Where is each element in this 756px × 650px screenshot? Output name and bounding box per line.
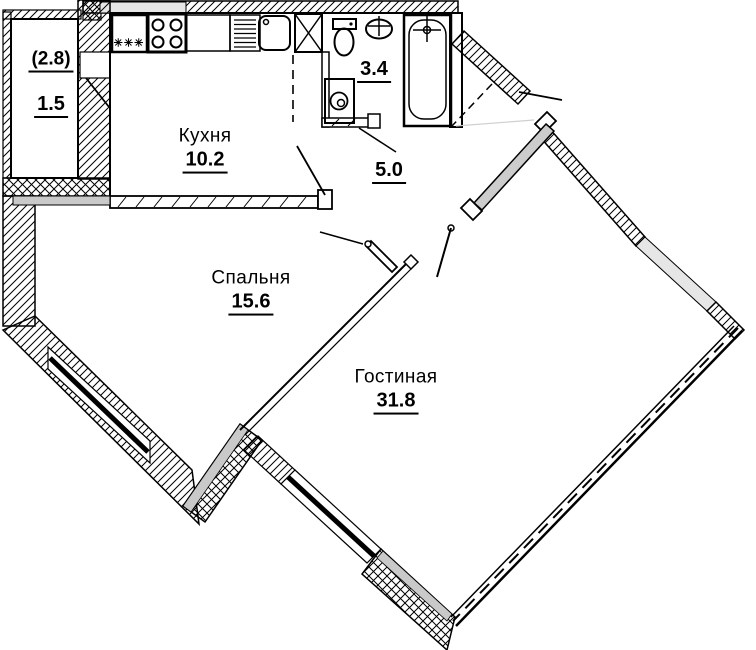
loggia-top-wall bbox=[2, 9, 82, 20]
washing-machine-body bbox=[324, 78, 355, 124]
bedroom-partition bbox=[239, 231, 420, 436]
entry-door-swing-dashed bbox=[451, 83, 493, 127]
sw-corner-wall-hatch bbox=[360, 547, 456, 650]
bathtub-drain bbox=[422, 25, 432, 35]
dish-rack-lines bbox=[234, 19, 256, 48]
bathtub-faucet bbox=[413, 15, 441, 42]
counter bbox=[185, 14, 231, 52]
toilet-bowl bbox=[333, 27, 355, 57]
bathroom-area: 3.4 bbox=[357, 59, 391, 83]
hall-living-partition bbox=[436, 122, 556, 278]
kitchen-area: 10.2 bbox=[182, 149, 228, 174]
washing-machine-drum bbox=[329, 91, 349, 111]
step-wall-hatch bbox=[181, 422, 264, 524]
kitchen-name: Кухня bbox=[178, 125, 232, 147]
living-room-area: 31.8 bbox=[373, 390, 419, 415]
washing-machine-drum-inner bbox=[336, 98, 346, 108]
toilet-button bbox=[349, 22, 353, 26]
hall-partition-band bbox=[472, 122, 556, 212]
bathroom bbox=[321, 12, 463, 153]
kitchen-sink-icon bbox=[258, 15, 291, 51]
bedroom-door-swing bbox=[319, 231, 364, 245]
bathroom-door-swing bbox=[358, 127, 397, 153]
loggia-interior bbox=[10, 18, 79, 179]
service-walls bbox=[294, 13, 330, 128]
loggia-door-opening bbox=[79, 51, 111, 79]
bedroom-window-glass bbox=[48, 356, 150, 454]
entry bbox=[450, 29, 563, 135]
living-room-se-glazing bbox=[450, 325, 743, 627]
step-wall-gray-band bbox=[182, 423, 249, 513]
washing-machine-icon bbox=[324, 78, 355, 124]
glazing-inner-line bbox=[450, 325, 735, 618]
partition-end-post bbox=[402, 253, 420, 271]
washbasin-faucet bbox=[368, 16, 390, 36]
bedroom-door-hinge bbox=[364, 240, 372, 248]
loggia-area: 1.5 bbox=[34, 94, 68, 118]
loggia-total-area-label: (2.8) bbox=[28, 49, 74, 73]
living-room-ne-wall bbox=[538, 126, 746, 341]
bathtub-icon bbox=[402, 13, 453, 128]
bedroom-loggia-window-band bbox=[12, 195, 111, 206]
stove-burner bbox=[169, 18, 183, 32]
washbasin-icon bbox=[365, 16, 393, 40]
loggia-door-leaf bbox=[85, 77, 110, 108]
loggia-bottom-wall bbox=[2, 177, 111, 197]
entry-door-leaf bbox=[518, 91, 563, 101]
partition-line-inner bbox=[244, 266, 414, 436]
bedroom-label: Спальня 15.6 bbox=[211, 267, 291, 316]
bathroom-label: 3.4 bbox=[357, 59, 391, 83]
sw-corner-gray-band bbox=[376, 550, 453, 622]
partition-line-outer bbox=[239, 261, 409, 431]
bedroom-door-post bbox=[317, 189, 333, 210]
entry-wall-hatch bbox=[450, 29, 532, 106]
hallway-label: 5.0 bbox=[372, 160, 406, 184]
bedroom-walls bbox=[1, 13, 333, 527]
living-room-ne-window-band bbox=[635, 236, 717, 312]
living-room-window-glass bbox=[286, 475, 376, 558]
bedroom-diagonal-wall bbox=[1, 315, 201, 527]
stove-burner bbox=[169, 35, 183, 49]
living-room-door-leaf bbox=[436, 227, 452, 278]
living-room-name: Гостиная bbox=[354, 366, 438, 388]
kitchen-door-leaf bbox=[296, 145, 326, 196]
toilet-icon bbox=[332, 18, 357, 57]
kitchen-window-band bbox=[99, 1, 187, 14]
hallway-area: 5.0 bbox=[372, 160, 406, 184]
bathroom-door-post bbox=[367, 113, 381, 129]
glazing-outer-line bbox=[455, 330, 743, 627]
ne-wall-hatch-upper bbox=[538, 126, 647, 248]
living-room-label: Гостиная 31.8 bbox=[354, 366, 438, 415]
kitchen-fixtures bbox=[110, 12, 294, 122]
living-room-sw-wall bbox=[243, 435, 456, 650]
vent-shaft-cross bbox=[294, 13, 323, 53]
stove-burner bbox=[151, 18, 165, 32]
stove-burner bbox=[151, 35, 165, 49]
bedroom-name: Спальня bbox=[211, 267, 291, 289]
kitchen-label: Кухня 10.2 bbox=[178, 125, 232, 174]
living-room-door-post bbox=[459, 197, 484, 222]
counter-marks-symbol: ✳✳✳ bbox=[113, 37, 145, 50]
sink-faucet bbox=[262, 18, 270, 26]
entry-door-ghost-line bbox=[455, 119, 535, 127]
bedroom-west-wall bbox=[2, 195, 36, 327]
glazing-dashed-line bbox=[452, 327, 739, 622]
bedroom-area: 15.6 bbox=[228, 291, 274, 316]
wall-rungs bbox=[117, 196, 307, 208]
step-wall bbox=[181, 422, 264, 524]
loggia-area-label: 1.5 bbox=[34, 94, 68, 118]
loggia-total-area: (2.8) bbox=[28, 49, 74, 73]
loggia bbox=[2, 0, 111, 197]
sw-wall-hatch bbox=[243, 435, 296, 485]
loggia-left-wall bbox=[2, 11, 12, 179]
